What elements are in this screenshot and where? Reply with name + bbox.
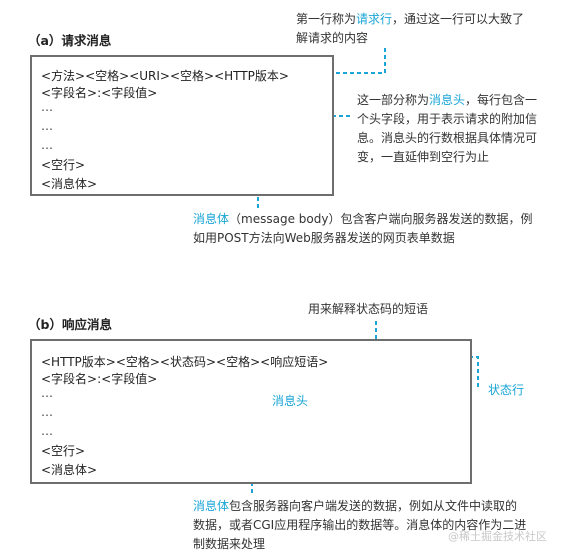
- response-headers-label: 消息头: [272, 394, 309, 408]
- response-ellipsis-3: …: [41, 424, 53, 438]
- response-message-box: <HTTP版本><空格><状态码><空格><响应短语> <字段名>:<字段值> …: [30, 339, 472, 484]
- request-ellipsis-2: …: [41, 119, 53, 133]
- response-body-term: 消息体: [193, 499, 230, 513]
- status-line-text: <HTTP版本><空格><状态码><空格><响应短语>: [41, 355, 329, 369]
- request-line-text: <方法><空格><URI><空格><HTTP版本>: [41, 69, 289, 83]
- status-line-label: 状态行: [488, 383, 525, 397]
- request-blank-line: <空行>: [41, 158, 86, 172]
- request-headers-term: 消息头: [429, 93, 466, 107]
- request-headers-note: 这一部分称为消息头，每行包含一 个头字段，用于表示请求的附加信 息。消息头的行数…: [357, 93, 538, 164]
- response-ellipsis-1: …: [41, 386, 53, 400]
- request-body-note: 消息体（message body）包含客户端向服务器发送的数据，例 如用POST…: [193, 212, 533, 245]
- response-body-note: 消息体包含服务器向客户端发送的数据，例如从文件中读取的 数据，或者CGI应用程序…: [193, 499, 527, 551]
- request-ellipsis-3: …: [41, 138, 53, 152]
- request-ellipsis-1: …: [41, 100, 53, 114]
- response-section-title: （b）响应消息: [28, 317, 112, 332]
- response-body-line: <消息体>: [41, 463, 98, 477]
- request-line-note: 第一行称为请求行，通过这一行可以大致了 解请求的内容: [296, 12, 525, 45]
- status-phrase-note: 用来解释状态码的短语: [308, 302, 429, 316]
- request-body-term: 消息体: [193, 212, 230, 226]
- response-ellipsis-2: …: [41, 405, 53, 419]
- request-line-term: 请求行: [356, 12, 393, 26]
- request-message-box: <方法><空格><URI><空格><HTTP版本> <字段名>:<字段值> … …: [30, 55, 334, 196]
- watermark: @稀土掘金技术社区: [448, 530, 547, 543]
- request-body-line: <消息体>: [41, 177, 98, 191]
- request-header-field: <字段名>:<字段值>: [41, 86, 158, 100]
- request-section-title: （a）请求消息: [28, 33, 112, 48]
- response-header-field: <字段名>:<字段值>: [41, 372, 158, 386]
- response-blank-line: <空行>: [41, 444, 86, 458]
